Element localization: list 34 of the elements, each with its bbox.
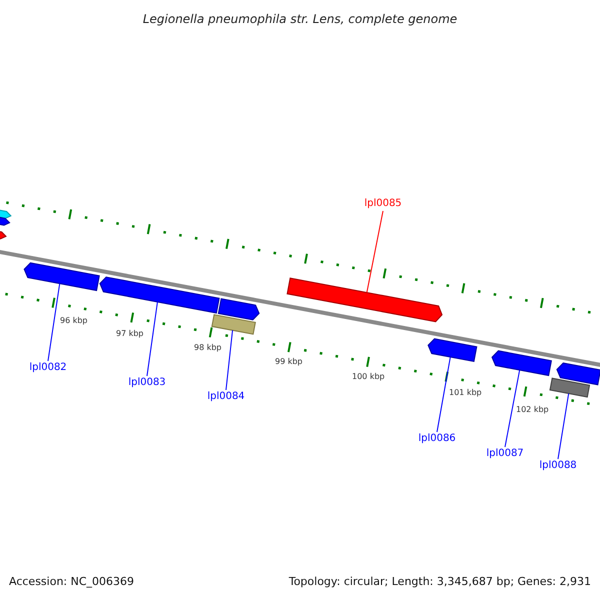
gene-label: lpl0084 <box>207 390 245 404</box>
gene-label: lpl0087 <box>486 447 524 461</box>
scale-label: 102 kbp <box>516 405 549 415</box>
gene-bar <box>0 215 10 226</box>
scale-label: 97 kbp <box>116 329 144 339</box>
gene-bar <box>24 262 100 292</box>
gene-block <box>211 314 256 335</box>
gene-label: lpl0086 <box>418 432 456 446</box>
leader-line <box>366 210 384 293</box>
title: Legionella pneumophila str. Lens, complete genome <box>142 11 458 28</box>
scale-label: 98 kbp <box>194 343 222 353</box>
gene-bar <box>286 278 443 322</box>
leader-line <box>436 356 451 432</box>
leader-line <box>504 370 520 448</box>
leader-line <box>48 283 60 362</box>
gene-label: lpl0088 <box>539 459 577 473</box>
genome-stats-note: Topology: circular; Length: 3,345,687 bp; Genes: 2,931 <box>288 574 591 590</box>
scale-label: 96 kbp <box>60 316 88 326</box>
gene-label: lpl0082 <box>29 361 67 375</box>
gene-bar <box>556 362 600 386</box>
gene-bar <box>0 228 7 240</box>
gene-label: lpl0085 <box>364 197 402 211</box>
leader-line <box>226 330 234 390</box>
gene-bar <box>428 338 478 362</box>
gene-block <box>549 378 590 398</box>
scale-label: 101 kbp <box>449 388 482 398</box>
gene-bar <box>99 276 220 314</box>
gene-bar <box>491 350 552 376</box>
scale-label: 99 kbp <box>275 357 303 367</box>
gene-bar <box>218 298 260 320</box>
leader-line <box>146 301 158 376</box>
gene-label: lpl0083 <box>128 376 166 390</box>
accession-note: Accession: NC_006369 <box>9 574 134 590</box>
scale-label: 100 kbp <box>352 372 385 382</box>
